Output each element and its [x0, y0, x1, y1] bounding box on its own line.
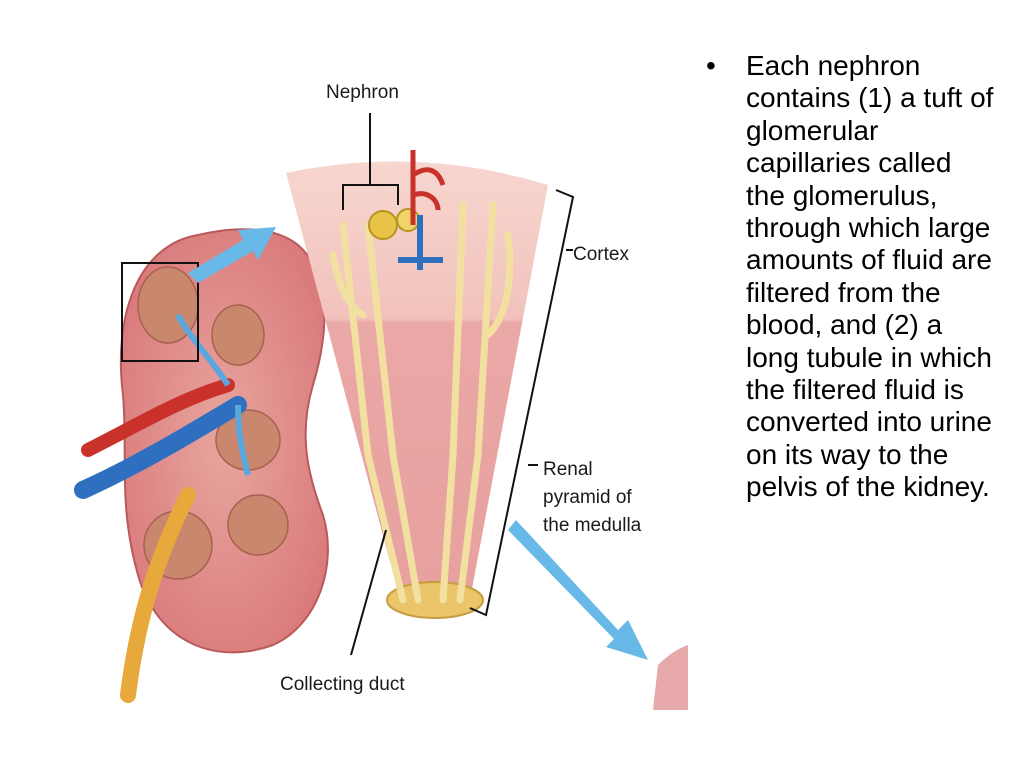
nephron-pointer: [342, 113, 399, 210]
label-nephron: Nephron: [326, 82, 399, 103]
vessel-branch: [175, 313, 231, 387]
label-collecting-duct: Collecting duct: [280, 674, 405, 695]
zoom-arrow-lower: [508, 520, 648, 660]
renal-pelvis-hint: [653, 645, 688, 710]
bowman-capsule: [396, 208, 420, 232]
selection-box: [121, 262, 199, 362]
label-renal-line2: pyramid of: [543, 487, 632, 508]
label-renal-line3: the medulla: [543, 515, 642, 536]
bullet-item: • Each nephron contains (1) a tuft of gl…: [706, 50, 1006, 504]
pyramid-2: [211, 304, 265, 366]
bullet-symbol: •: [706, 50, 716, 81]
bullet-text: Each nephron contains (1) a tuft of glom…: [746, 50, 994, 503]
vessel-branch-2: [235, 404, 251, 476]
label-cortex: Cortex: [573, 244, 629, 265]
kidney-nephron-figure: Nephron Cortex Renal pyramid of the medu…: [68, 55, 688, 710]
tubules: [329, 201, 514, 604]
label-renal-line1: Renal: [543, 459, 593, 480]
collecting-duct-pointer: [350, 529, 387, 656]
renal-vein: [74, 396, 247, 499]
glomerulus: [368, 210, 398, 240]
arteriole: [410, 150, 446, 225]
ureter: [120, 487, 196, 703]
zoom-arrow-upper: [188, 227, 276, 283]
pyramid-5: [227, 494, 289, 556]
depth-bracket: [469, 189, 575, 617]
renal-artery: [81, 378, 235, 457]
venule: [398, 215, 443, 270]
kidney-diagram: Nephron Cortex Renal pyramid of the medu…: [74, 82, 688, 710]
